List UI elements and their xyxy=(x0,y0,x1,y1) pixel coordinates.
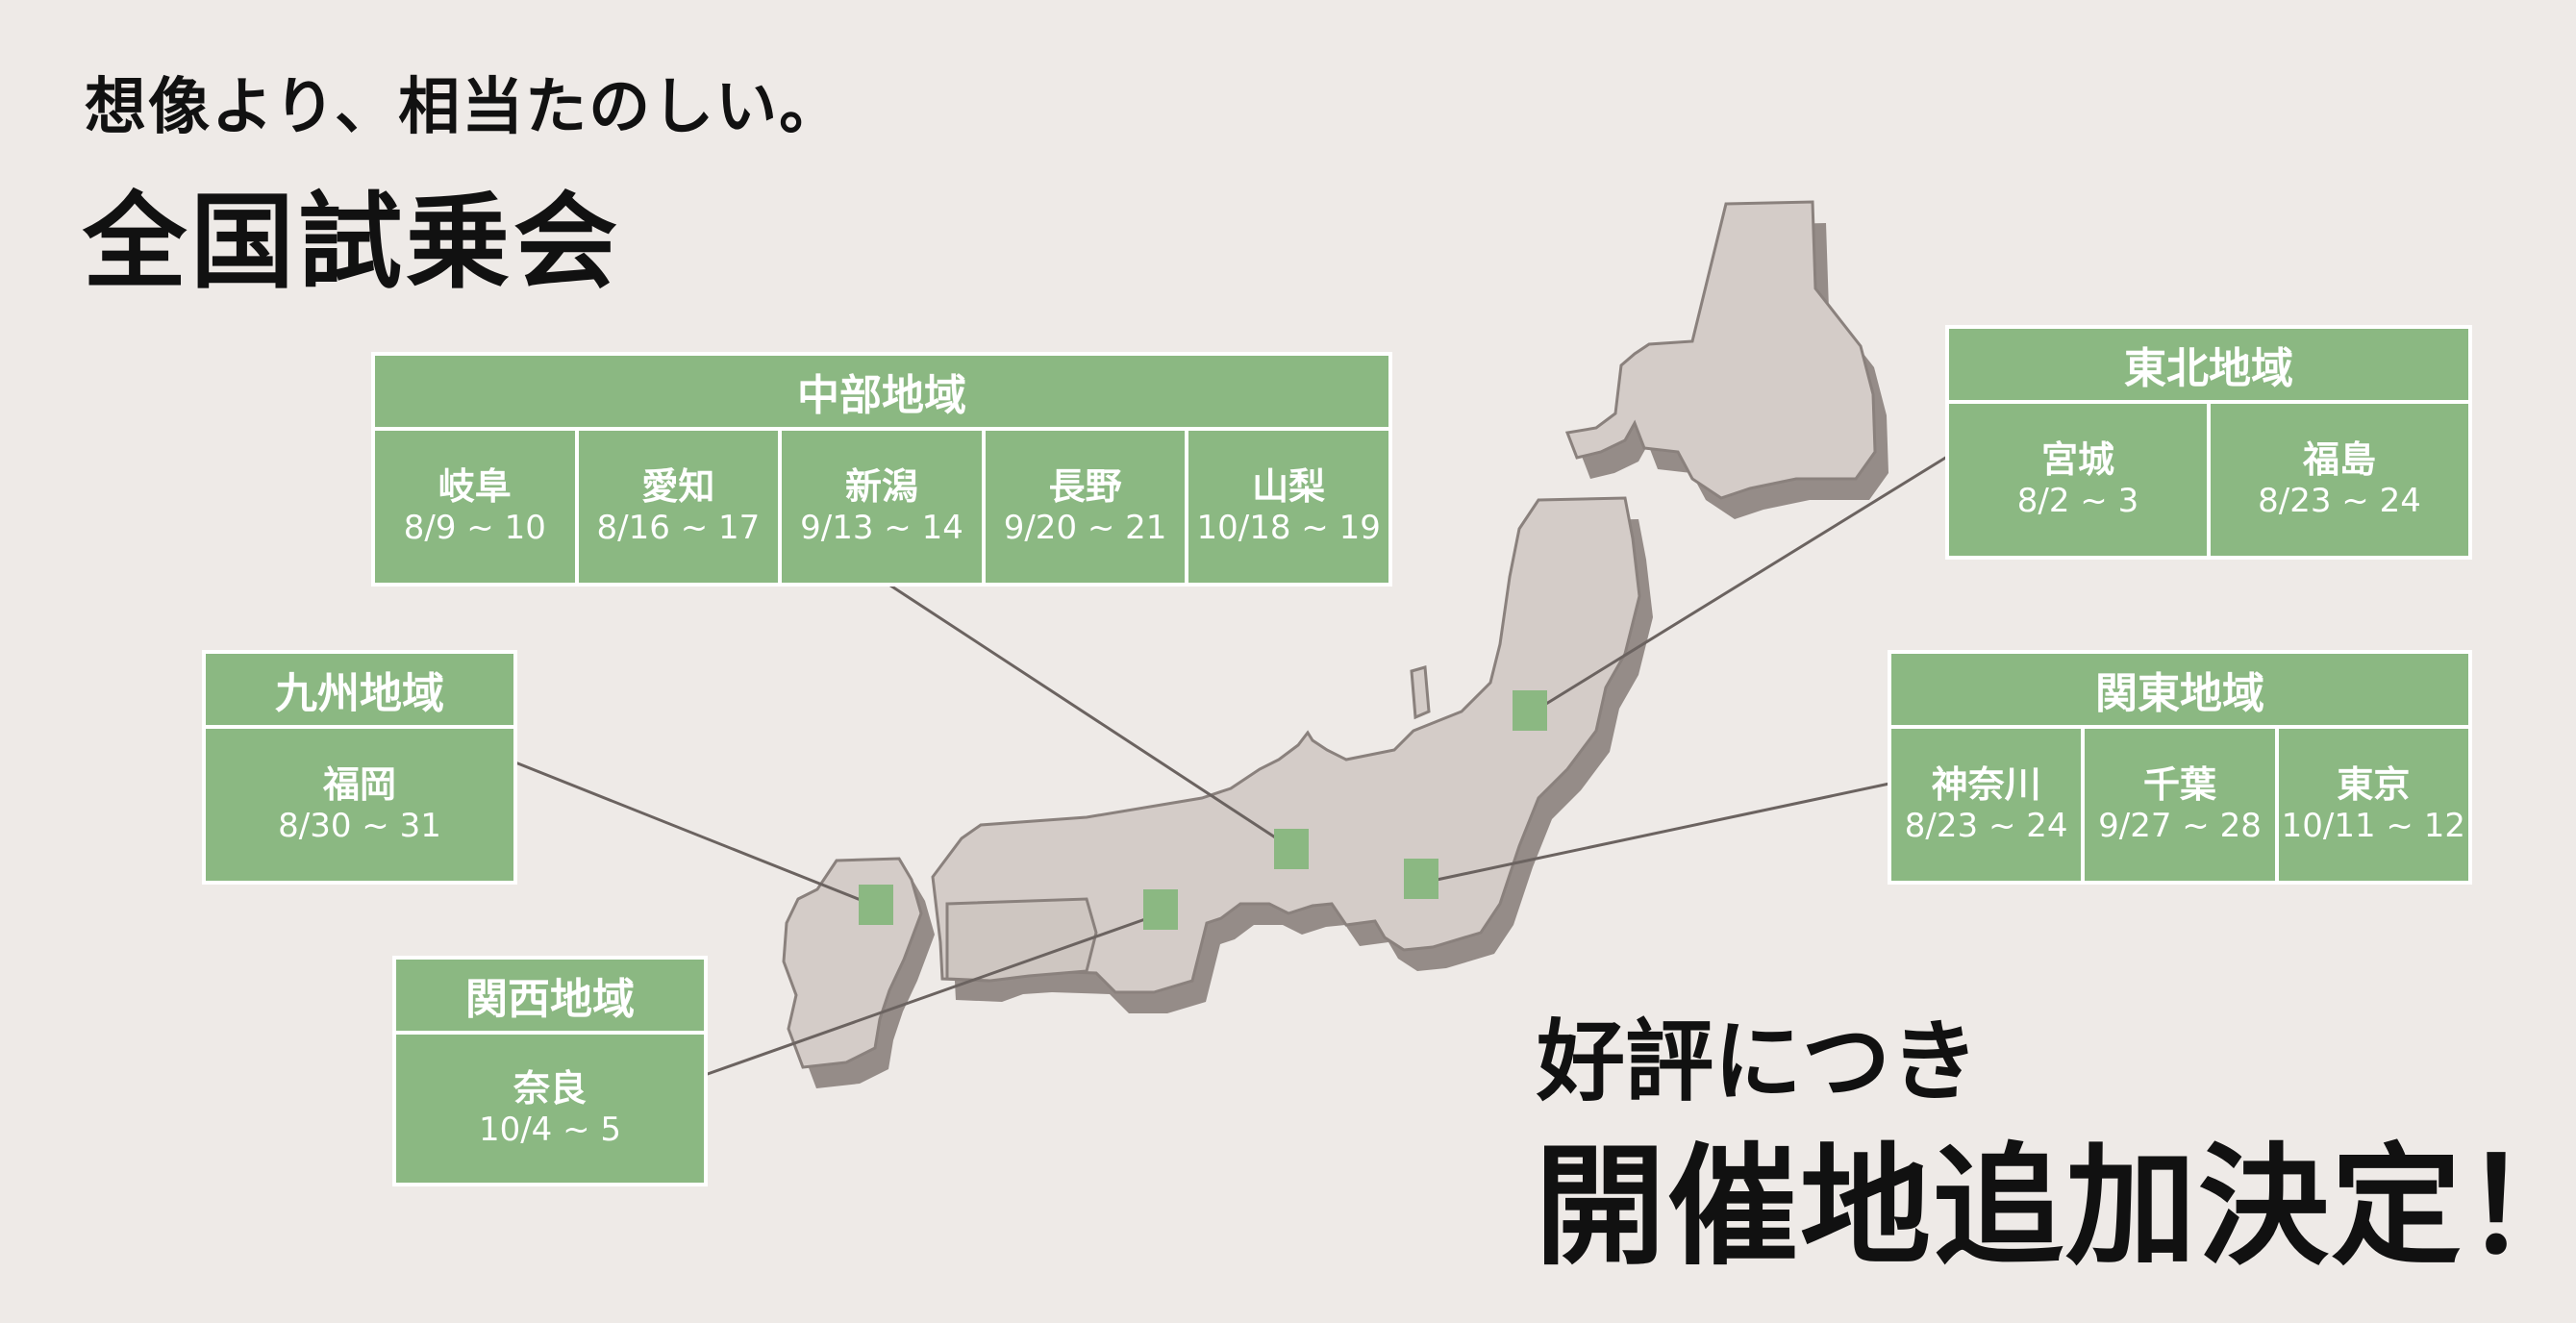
venue-cell: 新潟 9/13 ~ 14 xyxy=(782,431,982,583)
venue-date: 9/20 ~ 21 xyxy=(1003,509,1167,547)
region-title: 東北地域 xyxy=(1949,329,2468,400)
venue-cell: 福岡 8/30 ~ 31 xyxy=(206,729,513,881)
map-top xyxy=(782,200,1877,1069)
region-card-kyushu: 九州地域 福岡 8/30 ~ 31 xyxy=(202,650,517,885)
venue-cell: 宮城 8/2 ~ 3 xyxy=(1949,404,2207,556)
venue-date: 9/27 ~ 28 xyxy=(2098,807,2262,845)
venue-name: 宮城 xyxy=(2040,438,2114,481)
venue-cell: 千葉 9/27 ~ 28 xyxy=(2085,729,2275,881)
tagline: 想像より、相当たのしい。 xyxy=(85,72,843,143)
region-card-chubu: 中部地域 岐阜 8/9 ~ 10 愛知 8/16 ~ 17 新潟 9/13 ~ … xyxy=(371,352,1392,587)
region-card-kansai: 関西地域 奈良 10/4 ~ 5 xyxy=(392,956,708,1186)
venue-cell: 神奈川 8/23 ~ 24 xyxy=(1891,729,2082,881)
venue-name: 千葉 xyxy=(2142,763,2216,806)
page-title: 全国試乗会 xyxy=(83,183,622,303)
venue-cell: 東京 10/11 ~ 12 xyxy=(2278,729,2468,881)
leader-line-kyushu xyxy=(514,761,876,908)
venue-row: 奈良 10/4 ~ 5 xyxy=(396,1035,704,1183)
region-title: 関西地域 xyxy=(396,960,704,1031)
venue-date: 8/30 ~ 31 xyxy=(278,807,441,845)
location-markers xyxy=(859,690,1547,930)
venue-name: 福岡 xyxy=(322,763,396,806)
venue-name: 東京 xyxy=(2337,763,2411,806)
venue-cell: 長野 9/20 ~ 21 xyxy=(985,431,1186,583)
venue-row: 福岡 8/30 ~ 31 xyxy=(206,729,513,881)
region-title: 九州地域 xyxy=(206,654,513,725)
venue-cell: 奈良 10/4 ~ 5 xyxy=(396,1035,704,1183)
venue-cell: 福島 8/23 ~ 24 xyxy=(2211,404,2468,556)
leader-line-tohoku xyxy=(1533,455,1948,713)
venue-name: 福島 xyxy=(2302,438,2376,481)
venue-date: 9/13 ~ 14 xyxy=(800,509,963,547)
marker-kanto xyxy=(1404,859,1438,899)
venue-cell: 愛知 8/16 ~ 17 xyxy=(578,431,779,583)
venue-name: 長野 xyxy=(1048,465,1122,508)
marker-tohoku xyxy=(1513,690,1547,731)
venue-date: 8/9 ~ 10 xyxy=(403,509,546,547)
venue-date: 8/2 ~ 3 xyxy=(2016,482,2139,520)
venue-date: 10/11 ~ 12 xyxy=(2281,807,2465,845)
venue-date: 8/16 ~ 17 xyxy=(596,509,761,547)
venue-name: 山梨 xyxy=(1252,465,1326,508)
marker-chubu xyxy=(1274,829,1309,869)
venue-date: 8/23 ~ 24 xyxy=(2258,482,2421,520)
marker-kansai xyxy=(1143,889,1178,930)
region-title: 中部地域 xyxy=(375,356,1388,427)
region-title: 関東地域 xyxy=(1891,654,2468,725)
venue-row: 神奈川 8/23 ~ 24 千葉 9/27 ~ 28 東京 10/11 ~ 12 xyxy=(1891,729,2468,881)
venue-name: 岐阜 xyxy=(438,465,512,508)
leader-line-chubu xyxy=(884,580,1289,848)
region-card-tohoku: 東北地域 宮城 8/2 ~ 3 福島 8/23 ~ 24 xyxy=(1945,325,2472,560)
leader-line-kansai xyxy=(704,911,1163,1077)
venue-date: 8/23 ~ 24 xyxy=(1904,807,2068,845)
venue-name: 新潟 xyxy=(844,465,918,508)
leader-line-kanto xyxy=(1422,782,1890,885)
announcement-title: 開催地追加決定！ xyxy=(1535,1132,2576,1284)
region-card-kanto: 関東地域 神奈川 8/23 ~ 24 千葉 9/27 ~ 28 東京 10/11… xyxy=(1888,650,2472,885)
venue-cell: 山梨 10/18 ~ 19 xyxy=(1188,431,1388,583)
announcement-subtitle: 好評につき xyxy=(1537,1011,1980,1113)
venue-date: 10/18 ~ 19 xyxy=(1196,509,1381,547)
venue-cell: 岐阜 8/9 ~ 10 xyxy=(375,431,575,583)
venue-name: 奈良 xyxy=(513,1067,587,1110)
marker-kyushu xyxy=(859,885,893,925)
venue-date: 10/4 ~ 5 xyxy=(478,1111,622,1149)
venue-name: 神奈川 xyxy=(1931,763,2041,806)
venue-row: 宮城 8/2 ~ 3 福島 8/23 ~ 24 xyxy=(1949,404,2468,556)
leader-lines xyxy=(514,455,1948,1077)
venue-row: 岐阜 8/9 ~ 10 愛知 8/16 ~ 17 新潟 9/13 ~ 14 長野… xyxy=(375,431,1388,583)
venue-name: 愛知 xyxy=(641,465,715,508)
